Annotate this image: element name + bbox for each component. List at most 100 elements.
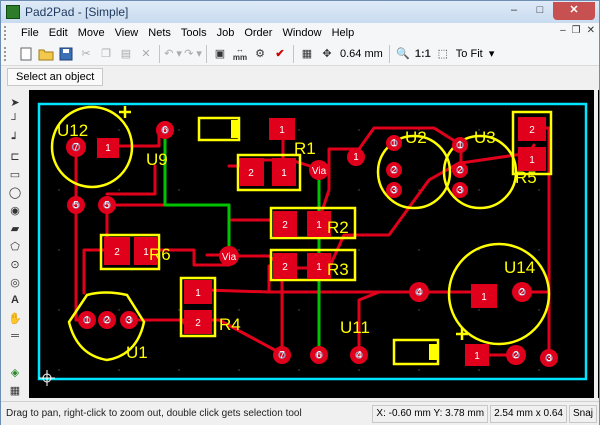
smd-pads[interactable] [97,117,546,366]
trace-tool-icon[interactable]: ┘ [11,114,19,126]
grid-snap-icon[interactable]: ▦ [301,48,313,60]
menu-order[interactable]: Order [244,26,273,39]
pad-number-u11-6: 6 [316,350,322,361]
chevron-down-icon: ▾ [488,48,495,60]
pad-numbers: 7 1 6 5 5 1 2 1 2 1 2 1 2 1 1 2 1 1 2 3 [73,125,552,364]
grid-tool-icon[interactable]: ▦ [9,384,21,397]
pad-number-u3-b: 2 [457,165,463,176]
pcb-canvas[interactable]: 7 1 6 5 5 1 2 1 2 1 2 1 2 1 1 2 1 1 2 3 [29,90,599,398]
menu-grip[interactable] [4,25,12,40]
redo-icon[interactable]: ↷ ▾ [184,48,202,60]
mdi-minimize-button[interactable]: – [560,25,566,36]
component-tool-icon[interactable]: ▰ [10,222,20,235]
menu-help[interactable]: Help [331,26,355,39]
board-outline[interactable] [37,102,588,381]
via-label-2: Via [222,252,237,263]
pcb-drawing[interactable]: 7 1 6 5 5 1 2 1 2 1 2 1 2 1 1 2 1 1 2 3 [29,90,599,398]
left-toolbox: ➤ ┘ ┙ ⊏ ▭ ◯ ◉ ▰ ⬠ ⊙ ◎ A ✋ ═ ◈ ▦ [3,93,27,399]
zoom-area-icon[interactable]: ⬚ [437,48,448,60]
layers-icon[interactable]: ◈ [10,366,20,379]
pad-number-u14-4: 4 [416,287,422,298]
drill-holes [71,126,553,362]
check-icon[interactable]: ✔ [275,48,285,60]
window-title: Pad2Pad - [Simple] [25,5,129,19]
zoom-icon[interactable]: 🔍 [395,48,410,60]
undo-icon[interactable]: ↶ ▾ [164,48,182,60]
menu-bar: File Edit Move View Nets Tools Job Order… [1,23,599,42]
pad-number-u11-4: 4 [356,350,362,361]
move-icon[interactable]: ✥ [322,48,332,60]
drc-icon[interactable]: ⚙ [255,48,265,60]
label-r1: R1 [294,139,316,158]
new-icon[interactable] [17,44,35,64]
maximize-button[interactable]: □ [536,4,544,16]
layer-tool-icon[interactable]: ◉ [10,204,20,217]
close-button[interactable]: ✕ [553,2,595,20]
pad-tool-icon[interactable]: ⊏ [10,150,20,163]
u9-marker [231,120,239,138]
pad-number-u1-2: 2 [104,315,110,326]
menu-job[interactable]: Job [216,26,235,39]
silkscreen [50,105,553,366]
menu-tools[interactable]: Tools [180,26,207,39]
text-tool-icon[interactable]: A [11,294,19,306]
app-icon [6,5,20,19]
properties-icon[interactable]: ▣ [214,48,226,60]
round-pads[interactable] [66,121,558,367]
menu-window[interactable]: Window [282,26,322,39]
pad-number-u11-7: 7 [279,350,285,361]
title-bar: Pad2Pad - [Simple] – □ ✕ [1,1,599,23]
menu-view[interactable]: View [114,26,139,39]
save-icon[interactable] [57,44,75,64]
pad-number-r1: 1 [279,125,285,136]
pad-number-r6-2: 2 [114,247,120,258]
pad-number-u1-3: 3 [126,315,132,326]
menu-move[interactable]: Move [77,26,105,39]
polygon-tool-icon[interactable]: ⬠ [10,240,20,253]
minimize-button[interactable]: – [510,4,518,16]
label-u11: U11 [340,318,370,337]
zoom-select[interactable]: To Fit ▾ [453,45,498,63]
label-r3: R3 [327,260,349,279]
open-icon[interactable] [37,44,55,64]
zoom-one-to-one-button[interactable]: 1:1 [414,47,431,60]
mdi-restore-button[interactable]: ❐ [571,25,581,36]
copy-icon[interactable]: ❐ [101,48,111,60]
hand-tool-icon[interactable]: ✋ [8,312,22,325]
units-mm-icon[interactable]: ↔mm [232,44,248,62]
rectangle-tool-icon[interactable]: ▭ [9,168,21,181]
grid-size-field[interactable]: 0.64 mm [340,47,383,60]
label-u2: U2 [405,128,427,147]
pad-number-r4-2: 2 [195,318,201,329]
delete-icon[interactable]: ✕ [141,48,151,60]
ellipse-tool-icon[interactable]: ◯ [8,186,22,199]
via-tool-icon[interactable]: ◎ [10,276,20,289]
menu-edit[interactable]: Edit [48,26,68,39]
toolbar-grip[interactable] [4,46,12,61]
pointer-tool-icon[interactable]: ➤ [10,96,20,109]
menu-file[interactable]: File [21,26,39,39]
paste-icon[interactable]: ▤ [120,48,132,60]
pad-number-cap-1: 1 [474,351,480,362]
pad-number-r2-1: 1 [316,220,322,231]
menu-nets[interactable]: Nets [148,26,171,39]
status-snap[interactable]: Snaj [568,404,597,423]
measure-tool-icon[interactable]: ═ [11,330,19,342]
mdi-close-button[interactable]: ✕ [586,25,595,36]
right-edge [594,90,598,398]
label-u12: U12 [57,121,88,140]
label-r2: R2 [327,218,349,237]
label-u3: U3 [474,128,496,147]
pad-number-6: 6 [162,125,168,136]
cut-icon[interactable]: ✂ [81,48,91,60]
hole-tool-icon[interactable]: ⊙ [10,258,20,271]
pad-number-r5-2: 2 [529,125,535,136]
toolbar: ✂ ❐ ▤ ✕ ↶ ▾ ↷ ▾ ▣ ↔mm ⚙ ✔ ▦ ✥ 0.64 mm 🔍 … [1,42,599,66]
origin-marker [39,370,55,386]
blank-tool [5,345,25,363]
pad-number-u2-c: 3 [391,185,397,196]
route-tool-icon[interactable]: ┙ [11,132,19,145]
via-labels: Via Via [222,166,327,263]
pad-number-r6-1: 1 [143,247,149,258]
